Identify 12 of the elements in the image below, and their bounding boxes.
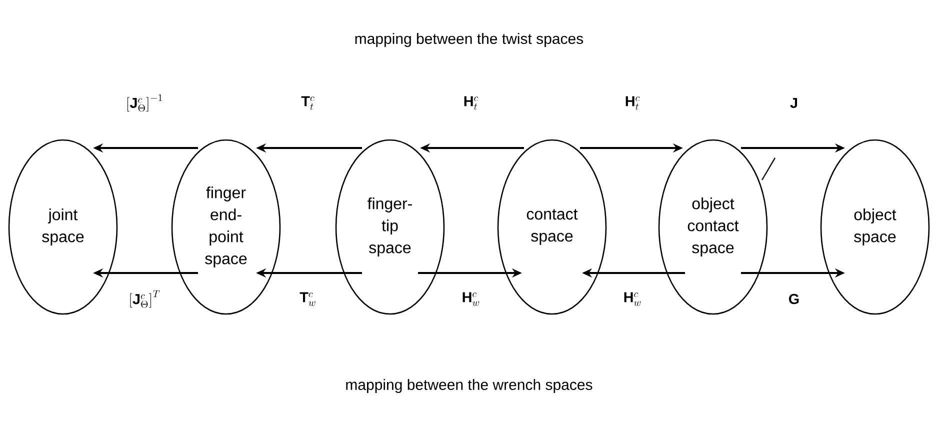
edge-label: $\mathbf{T}^{c}_{t}$ <box>300 95 316 111</box>
edge-label: $\left[\mathbf{J}^{c}_{\Theta}\right]^{T}$ <box>128 289 162 309</box>
edge-label: $\mathbf{H}^{c}_{w}$ <box>622 291 643 307</box>
edge-label: $\mathbf{J}$ <box>789 96 799 110</box>
caption: mapping between the wrench spaces <box>346 379 592 393</box>
edge-label: $\left[\mathbf{J}^{c}_{\Theta}\right]^{-1}$ <box>124 94 164 112</box>
edge-label: $\mathbf{H}^{c}_{t}$ <box>462 95 480 111</box>
heading: mapping between the twist spaces <box>355 33 584 47</box>
edge-label: $\mathbf{H}^{c}_{w}$ <box>460 291 482 307</box>
edge-label: $\mathbf{H}^{c}_{t}$ <box>624 95 642 111</box>
edge-label: $\mathbf{T}^{c}_{w}$ <box>298 291 318 307</box>
edge-label: $\mathbf{G}$ <box>787 292 801 306</box>
